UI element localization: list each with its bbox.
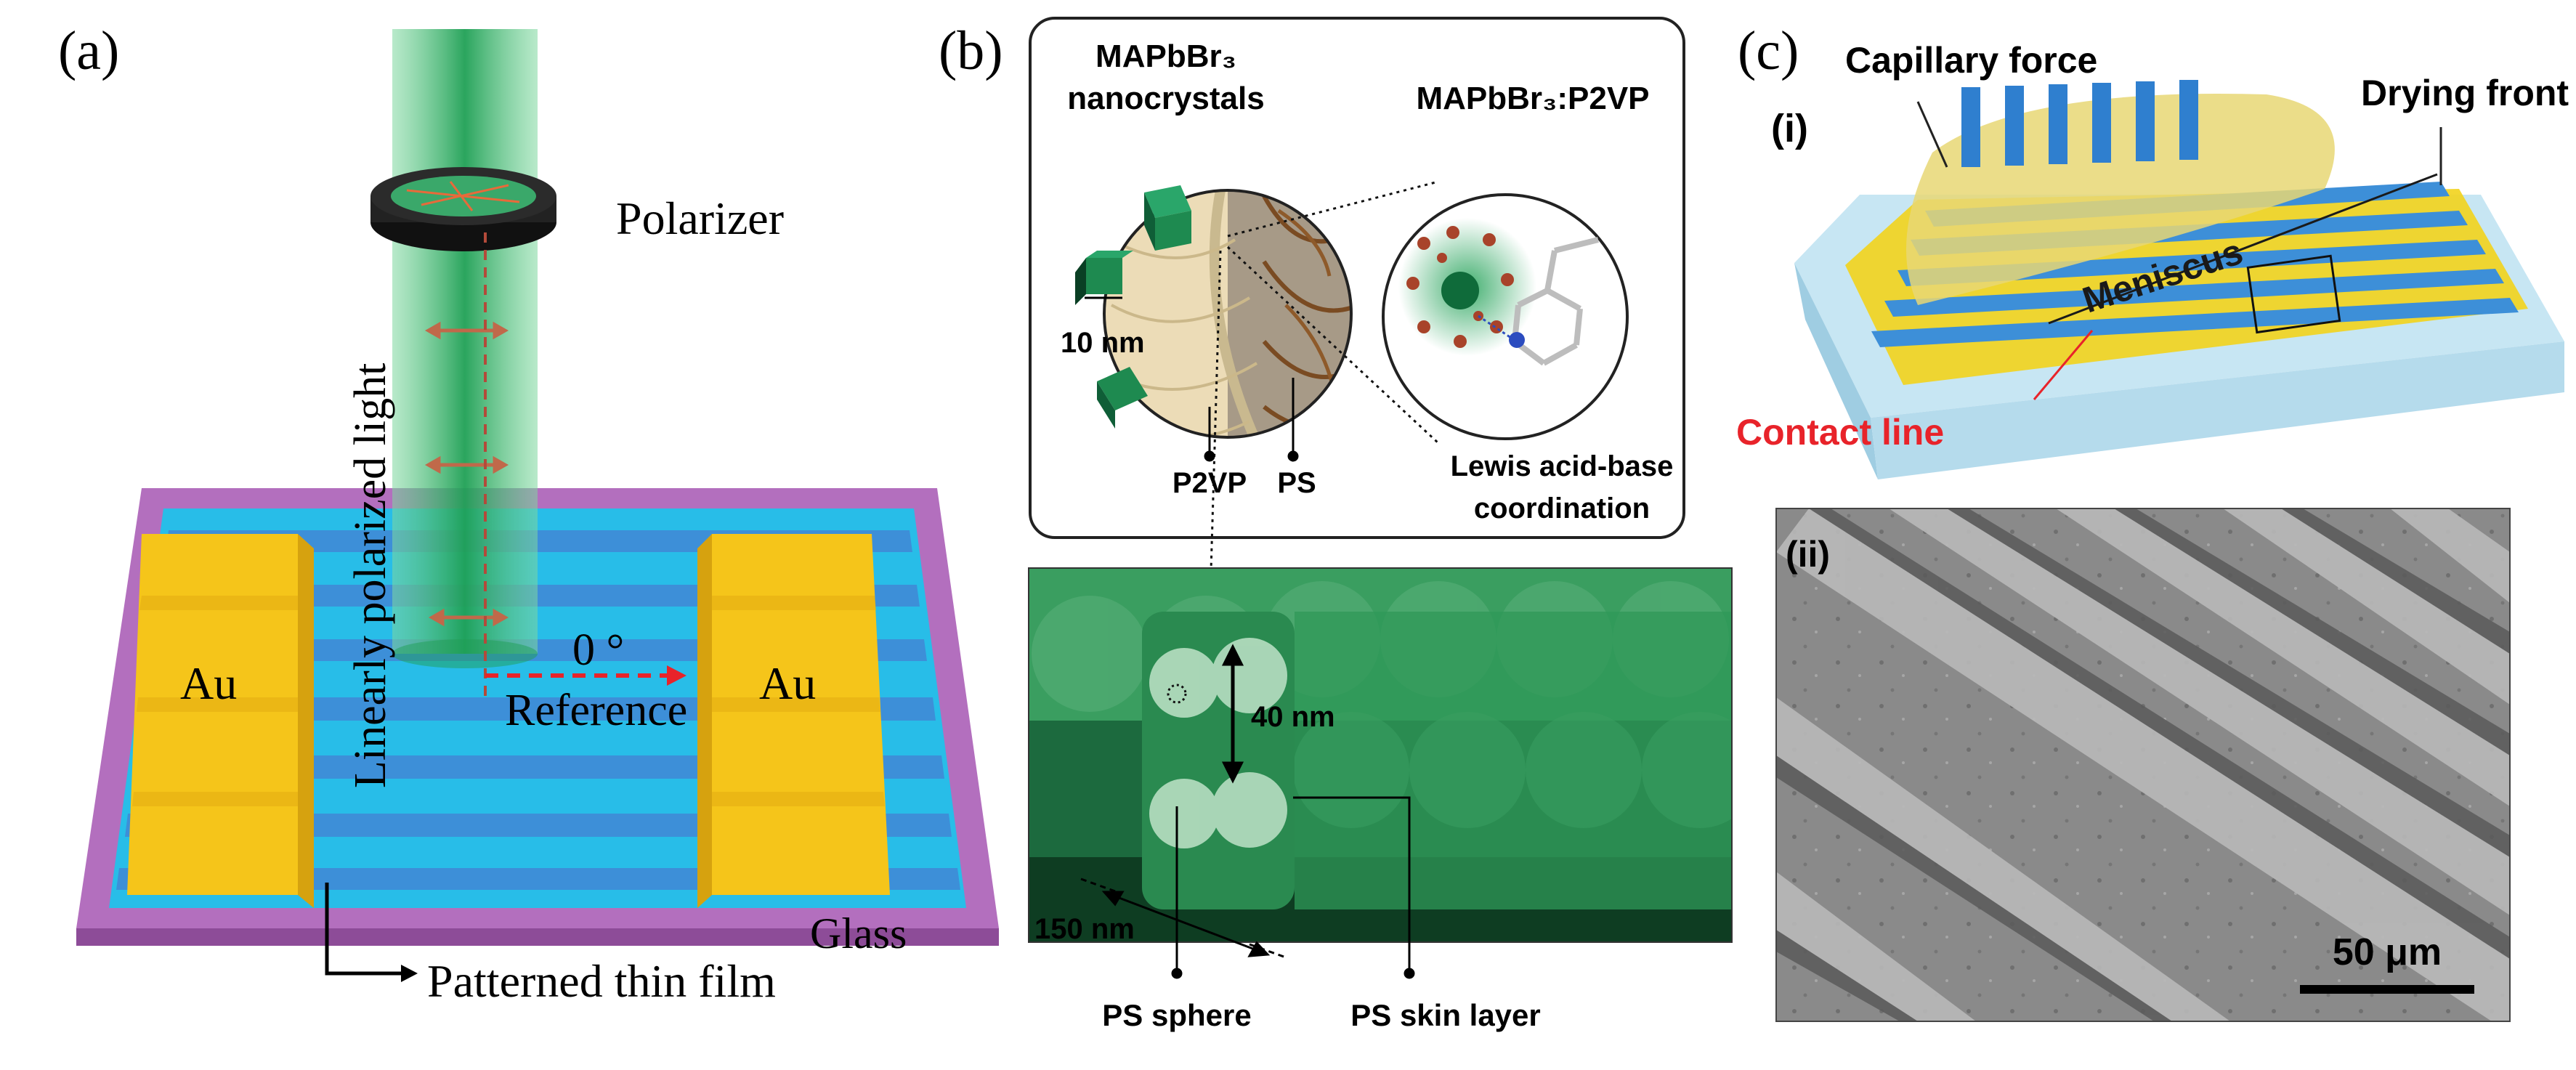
contact-pointer	[2033, 330, 2094, 400]
reference-label: Reference	[505, 686, 687, 735]
sem-frame	[1775, 508, 2511, 1022]
panel-b: (b) MAPbBr₃ nanocrystals MAPbBr₃:P2VP	[939, 17, 1733, 1032]
film-label: Patterned thin film	[427, 955, 776, 1007]
glass-label: Glass	[810, 909, 907, 957]
right-au-electrode	[697, 534, 890, 908]
film-pointer	[325, 883, 403, 976]
lewis-label-line1: Lewis acid-base	[1451, 450, 1674, 482]
sem-scale-label: 50 μm	[2333, 931, 2442, 973]
capillary-pointer	[1916, 101, 1948, 168]
panel-c: (c) (i) Capillary force Drying front	[1736, 20, 2569, 1022]
panel-a: (a) Au	[58, 20, 999, 1007]
panel-c-label: (c)	[1738, 20, 1799, 81]
render-frame	[1028, 567, 1733, 943]
lewis-label-line2: coordination	[1474, 493, 1650, 524]
film-pointer-head	[401, 965, 418, 982]
polarization-arrows	[424, 321, 509, 627]
diameter-label: 40 nm	[1251, 701, 1335, 733]
nanocrystals-formula: MAPbBr₃	[1095, 38, 1236, 74]
light-beam	[392, 29, 538, 668]
contact-label: Contact line	[1736, 412, 1944, 453]
inset-pointers	[1204, 378, 1299, 462]
sem-image	[1776, 508, 2510, 1021]
width-dimension	[1080, 878, 1287, 959]
microchannel-substrate	[1794, 80, 2564, 479]
nanocrystals-label: nanocrystals	[1067, 81, 1264, 116]
light-label: Linearly polarized light	[346, 363, 395, 788]
sub-panel-ii-label: (ii)	[1786, 534, 1830, 575]
au-left-label: Au	[180, 657, 237, 709]
p2vp-label: P2VP	[1172, 467, 1247, 499]
diameter-arrow	[1221, 644, 1244, 784]
nanowire-render	[1029, 568, 1732, 942]
sem-scale-bar	[2300, 985, 2474, 994]
capillary-label: Capillary force	[1845, 40, 2097, 81]
scale-label: 10 nm	[1061, 327, 1145, 359]
composite-label: MAPbBr₃:P2VP	[1416, 81, 1649, 116]
panel-a-label: (a)	[58, 20, 119, 81]
render-pointers	[1171, 796, 1415, 979]
ps-label: PS	[1277, 467, 1316, 499]
left-au-electrode	[127, 534, 314, 908]
polarizer	[370, 167, 556, 251]
zoom-lines	[1206, 180, 1440, 694]
width-label: 150 nm	[1034, 913, 1135, 945]
polarizer-label: Polarizer	[616, 192, 784, 244]
glass-edge	[76, 928, 999, 946]
panel-b-label: (b)	[939, 20, 1003, 81]
reference-arrow	[485, 665, 686, 686]
molecule-circle	[1382, 193, 1629, 440]
sub-panel-i-label: (i)	[1771, 107, 1808, 150]
sphere-label: PS sphere	[1102, 998, 1251, 1032]
drying-label: Drying front	[2361, 73, 2569, 113]
au-right-label: Au	[759, 657, 816, 709]
angle-label: 0 °	[572, 625, 624, 675]
skin-label: PS skin layer	[1350, 998, 1541, 1032]
